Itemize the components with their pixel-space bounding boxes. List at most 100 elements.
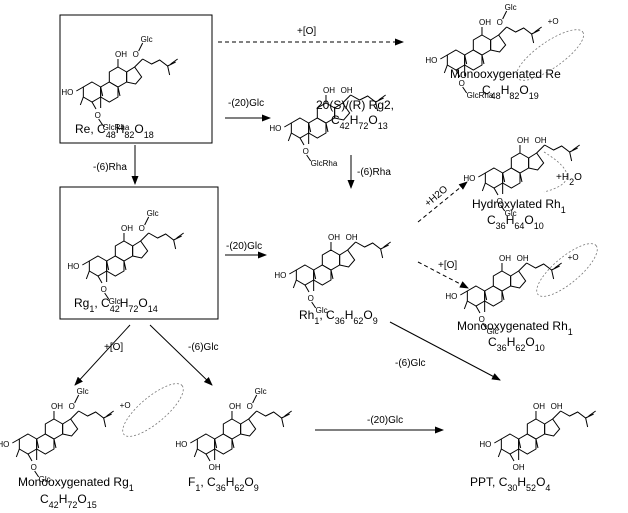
c12-hydroxyl: OH [115, 50, 127, 59]
rh1-oxidation-ellipse [536, 243, 598, 297]
rh1-label: Rh1, C36H62O9 [299, 308, 378, 326]
re-box [59, 14, 213, 144]
c6-substituent: O [308, 294, 314, 303]
hydrh1-mark: +H2O [556, 172, 582, 187]
c20-substituent: O [247, 402, 253, 411]
rg2-formula: C42H72O13 [331, 113, 388, 131]
label-re-to-rg2: -(20)Glc [228, 98, 264, 109]
c12-hydroxyl: OH [499, 254, 511, 263]
label-rg1-to-moxrg1: +[O] [104, 342, 123, 353]
c3-hydroxyl: HO [479, 440, 491, 449]
re-label: Re, C48H82O18 [75, 122, 154, 140]
c20-substituent: OH [346, 233, 358, 242]
rg1-box [59, 186, 219, 320]
moxrg1-formula: C42H72O15 [40, 492, 97, 510]
oxygen-mark: +O [548, 17, 559, 26]
c6-sugar: Glc [505, 209, 517, 218]
c3-hydroxyl: HO [67, 262, 79, 271]
c20-sugar: Glc [147, 209, 159, 218]
c12-hydroxyl: OH [479, 18, 491, 27]
c6-sugar: Glc [39, 475, 51, 484]
moxre-formula: C48H82O19 [482, 83, 539, 101]
label-rg1-to-rh1: -(20)Glc [226, 241, 262, 252]
c20-substituent: OH [535, 136, 547, 145]
label-rg1-to-f1: -(6)Glc [188, 342, 219, 353]
ppt-label: PPT, C30H52O4 [470, 475, 550, 493]
c3-hydroxyl: HO [0, 440, 9, 449]
arrow-rh1-to-monooxygenated [417, 261, 469, 289]
rg1-label: Rg1, C42H72O14 [74, 296, 158, 314]
c6-sugar: GlcRha [467, 91, 494, 100]
c12-hydroxyl: OH [229, 402, 241, 411]
c20-substituent: O [133, 50, 139, 59]
arrow-rg1-to-f1 [149, 324, 213, 386]
f1-label: F1, C36H62O9 [188, 475, 259, 493]
c12-hydroxyl: OH [121, 224, 133, 233]
hydrh1-name: Hydroxylated Rh1 [472, 197, 566, 215]
label-f1-to-ppt: -(20)Glc [367, 415, 403, 426]
c6-substituent: O [101, 285, 107, 294]
c20-sugar: Glc [255, 387, 267, 396]
c6-substituent: O [479, 315, 485, 324]
c20-substituent: O [69, 402, 75, 411]
label-rh1-to-hydroxylated: +H2O [423, 184, 450, 210]
c6-sugar: GlcRha [103, 123, 130, 132]
c12-hydroxyl: OH [533, 402, 545, 411]
c20-substituent: O [497, 18, 503, 27]
c12-hydroxyl: OH [51, 402, 63, 411]
c20-substituent: OH [551, 402, 563, 411]
c20-sugar: Glc [141, 35, 153, 44]
c3-hydroxyl: HO [463, 174, 475, 183]
moxrh1-name: Monooxygenated Rh1 [457, 319, 573, 337]
arrow-rh1-to-ppt [389, 321, 501, 381]
hydrh1-formula: C36H64O10 [487, 213, 544, 231]
c6-substituent: O [303, 147, 309, 156]
moxre-name: Monooxygenated Re [450, 67, 561, 81]
c12-hydroxyl: OH [328, 233, 340, 242]
c6-substituent: O [497, 197, 503, 206]
c20-substituent: O [139, 224, 145, 233]
label-rg2-to-rh1: -(6)Rha [357, 167, 391, 178]
label-re-to-moxre: +[O] [297, 26, 316, 37]
c3-hydroxyl: HO [175, 440, 187, 449]
c20-sugar: Glc [505, 3, 517, 12]
ppt-structure: OH HO OH OH [479, 402, 596, 472]
oxygen-mark: +O [568, 253, 579, 262]
rg1-oxidation-ellipse [122, 383, 184, 437]
label-rh1-to-ppt: -(6)Glc [395, 358, 426, 369]
c3-hydroxyl: HO [274, 271, 286, 280]
c20-substituent: OH [517, 254, 529, 263]
c12-hydroxyl: OH [517, 136, 529, 145]
c20-sugar: Glc [77, 387, 89, 396]
c6-sugar: Glc [487, 327, 499, 336]
label-re-to-rg1: -(6)Rha [93, 162, 127, 173]
c6-substituent: OH [209, 463, 221, 472]
arrow-rg1-to-moxrg1 [74, 324, 131, 386]
c6-substituent: O [95, 111, 101, 120]
label-rh1-to-monooxygenated: +[O] [438, 260, 457, 271]
hydration-arc [543, 151, 568, 193]
c6-sugar: Glc [109, 297, 121, 306]
c6-sugar: Glc [316, 306, 328, 315]
re-oxidation-ellipse [515, 29, 585, 81]
c6-substituent: O [459, 79, 465, 88]
c6-substituent: O [31, 463, 37, 472]
moxrh1-formula: C36H62O10 [488, 335, 545, 353]
moxrg1-name: Monooxygenated Rg1 [18, 475, 134, 493]
c3-hydroxyl: HO [445, 292, 457, 301]
c3-hydroxyl: HO [269, 124, 281, 133]
rg2-name: 20(S)/(R) Rg2, [316, 98, 394, 112]
arrow-rh1-to-hydroxylated [417, 181, 468, 223]
c20-substituent: OH [341, 86, 353, 95]
c6-substituent: OH [513, 463, 525, 472]
